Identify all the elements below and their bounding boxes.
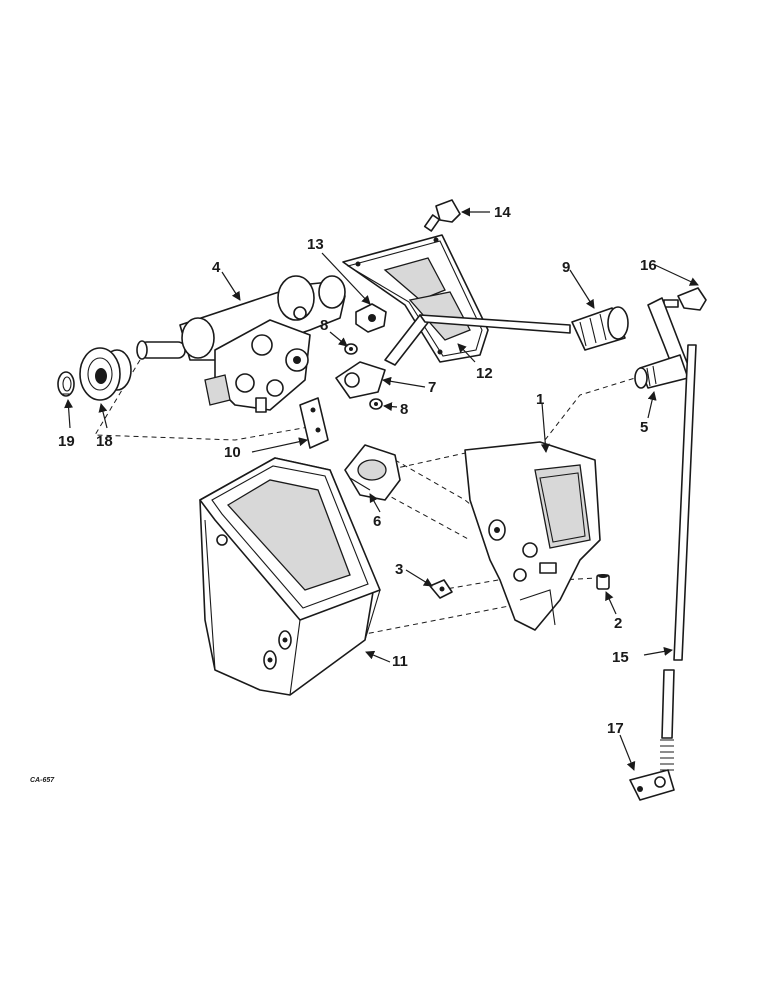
callout-13: 13 xyxy=(307,236,324,253)
part-8-setscrew-lower xyxy=(369,398,383,410)
callout-12: 12 xyxy=(476,365,493,382)
callout-10: 10 xyxy=(224,444,241,461)
part-13-block xyxy=(355,303,387,333)
part-9-knob xyxy=(571,306,629,351)
part-16-bolt xyxy=(663,287,707,311)
part-10-pin-block xyxy=(299,397,329,449)
part-15-rod xyxy=(660,344,697,771)
part-17-clevis xyxy=(629,769,675,801)
callout-labels: 1 2 3 4 5 6 7 8 8 9 10 11 12 13 14 15 16… xyxy=(30,204,657,784)
callout-5: 5 xyxy=(640,419,648,436)
callout-8-lower: 8 xyxy=(400,401,408,418)
callout-17: 17 xyxy=(607,720,624,737)
callout-6: 6 xyxy=(373,513,381,530)
part-4-control-shaft-body xyxy=(136,275,346,413)
callout-9: 9 xyxy=(562,259,570,276)
part-18-collar xyxy=(79,347,132,401)
callout-8-upper: 8 xyxy=(320,317,328,334)
callout-15: 15 xyxy=(612,649,629,666)
callout-16: 16 xyxy=(640,257,657,274)
callout-19: 19 xyxy=(58,433,75,450)
callout-4: 4 xyxy=(212,259,221,276)
callout-18: 18 xyxy=(96,433,113,450)
callout-2: 2 xyxy=(614,615,622,632)
part-11-cover xyxy=(199,457,381,696)
drawing-code: CA-657 xyxy=(30,777,55,784)
part-14-bolt xyxy=(423,199,461,232)
part-19-snap-ring xyxy=(57,371,75,397)
part-2-pin xyxy=(596,574,610,590)
callout-3: 3 xyxy=(395,561,403,578)
callout-7: 7 xyxy=(428,379,436,396)
callout-1: 1 xyxy=(536,391,544,408)
part-8-setscrew-upper xyxy=(344,343,358,355)
part-7-lever xyxy=(335,314,571,399)
callout-11: 11 xyxy=(392,653,408,670)
part-6-yoke xyxy=(344,444,401,501)
part-3-fitting xyxy=(429,579,453,599)
part-1-housing xyxy=(464,441,601,631)
part-5-shaft-bracket xyxy=(634,297,691,389)
leader-arrows xyxy=(64,207,699,771)
callout-14: 14 xyxy=(494,204,511,221)
